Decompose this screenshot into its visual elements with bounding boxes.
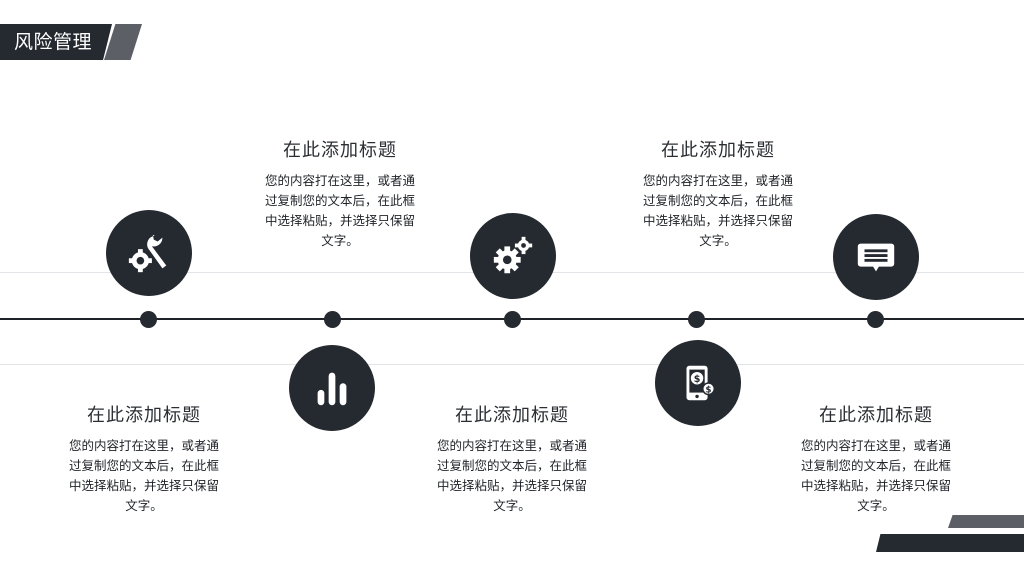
item-5-text-block: 在此添加标题 您的内容打在这里，或者通过复制您的文本后，在此框中选择粘贴，并选择… <box>791 401 961 516</box>
band-line-bottom <box>0 364 1024 365</box>
item-1-title: 在此添加标题 <box>87 405 201 426</box>
item-2-icon-circle <box>289 345 375 431</box>
item-4-title: 在此添加标题 <box>661 140 775 161</box>
item-3-title: 在此添加标题 <box>455 405 569 426</box>
timeline-dot-5 <box>867 311 884 328</box>
svg-text:$: $ <box>706 386 712 396</box>
chat-bubble-icon <box>857 243 895 272</box>
timeline-dot-2 <box>324 311 341 328</box>
item-5-body: 您的内容打在这里，或者通过复制您的文本后，在此框中选择粘贴，并选择只保留文字。 <box>800 438 951 513</box>
timeline-dot-4 <box>688 311 705 328</box>
mobile-money-icon: $ $ <box>686 365 716 401</box>
item-3-body: 您的内容打在这里，或者通过复制您的文本后，在此框中选择粘贴，并选择只保留文字。 <box>436 438 587 513</box>
timeline-dot-1 <box>140 311 157 328</box>
item-4-text-block: 在此添加标题 您的内容打在这里，或者通过复制您的文本后，在此框中选择粘贴，并选择… <box>633 136 803 251</box>
item-5-title: 在此添加标题 <box>819 405 933 426</box>
gears-icon <box>493 236 533 274</box>
item-1-body: 您的内容打在这里，或者通过复制您的文本后，在此框中选择粘贴，并选择只保留文字。 <box>68 438 219 513</box>
item-3-text-block: 在此添加标题 您的内容打在这里，或者通过复制您的文本后，在此框中选择粘贴，并选择… <box>427 401 597 516</box>
item-1-icon-circle <box>106 210 192 296</box>
item-5-icon-circle <box>833 214 919 300</box>
item-1-text-block: 在此添加标题 您的内容打在这里，或者通过复制您的文本后，在此框中选择粘贴，并选择… <box>59 401 229 516</box>
bar-chart-icon <box>317 372 347 406</box>
item-3-icon-circle <box>470 213 556 299</box>
header-bar <box>0 24 112 60</box>
timeline-dot-3 <box>504 311 521 328</box>
footer-accent-bar <box>948 515 1024 528</box>
item-4-body: 您的内容打在这里，或者通过复制您的文本后，在此框中选择粘贴，并选择只保留文字。 <box>642 173 793 248</box>
item-2-title: 在此添加标题 <box>283 140 397 161</box>
footer-dark-bar <box>876 534 1024 552</box>
wrench-gear-icon <box>128 234 167 273</box>
item-2-text-block: 在此添加标题 您的内容打在这里，或者通过复制您的文本后，在此框中选择粘贴，并选择… <box>255 136 425 251</box>
svg-text:$: $ <box>694 374 701 385</box>
item-2-body: 您的内容打在这里，或者通过复制您的文本后，在此框中选择粘贴，并选择只保留文字。 <box>264 173 415 248</box>
page-title: 风险管理 <box>14 31 93 53</box>
item-4-icon-circle: $ $ <box>655 340 741 426</box>
